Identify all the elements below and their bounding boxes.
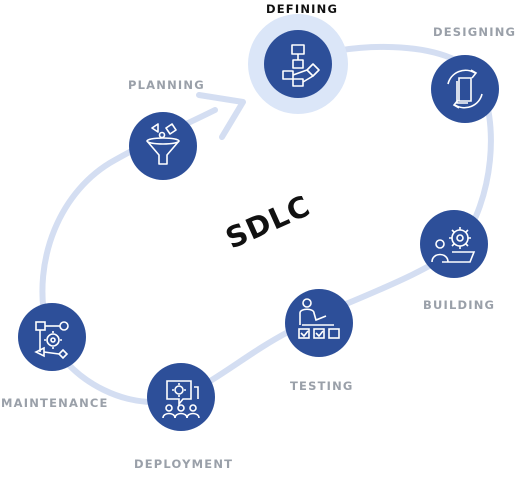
stage-label-designing: DESIGNING <box>433 25 517 39</box>
tester-checklist-icon <box>298 298 340 339</box>
stage-label-testing: TESTING <box>290 379 354 393</box>
process-gear-icon <box>34 321 69 360</box>
node-maintenance <box>18 303 86 371</box>
node-defining <box>248 14 348 114</box>
document-cycle-icon <box>447 69 483 109</box>
node-deployment <box>147 363 215 431</box>
stage-label-deployment: DEPLOYMENT <box>134 457 234 471</box>
stage-label-defining: DEFINING <box>266 2 339 16</box>
stage-label-maintenance: MAINTENANCE <box>1 396 109 410</box>
developer-gear-icon <box>431 227 476 263</box>
node-testing <box>285 289 353 357</box>
funnel-icon <box>146 123 180 165</box>
node-planning <box>129 112 197 180</box>
stage-label-building: BUILDING <box>423 298 496 312</box>
stage-label-planning: PLANNING <box>128 78 205 92</box>
team-gear-icon <box>162 380 200 419</box>
flowchart-icon <box>282 44 320 87</box>
cycle-arrowhead <box>196 92 246 140</box>
node-building <box>420 210 488 278</box>
node-designing <box>431 55 499 123</box>
